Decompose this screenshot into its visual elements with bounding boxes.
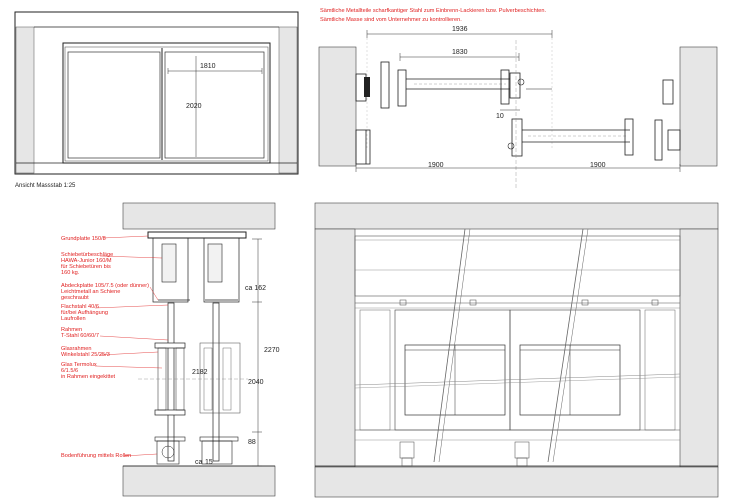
label-glas-spec: 6/1.5/6 <box>61 368 78 374</box>
elevation-caption: Ansicht Massstab 1:25 <box>15 183 76 189</box>
section-dim-top: ca 162 <box>245 285 266 292</box>
plan-dim-inner: 1830 <box>452 49 468 56</box>
section-labels: Grundplatte 150/8 Schiebetürbeschläge HA… <box>61 235 169 459</box>
section-dim-glass: 2182 <box>192 369 208 376</box>
label-rahmen: Rahmen <box>61 327 82 333</box>
plan-view: Sämtliche Metallteile scharfkantiger Sta… <box>318 8 718 190</box>
plan-dim-overall: 1936 <box>452 26 468 33</box>
label-glas-termolux: Glas Termolux <box>61 362 97 368</box>
label-schiebetuerbeschlaege: Schiebetürbeschläge <box>61 252 113 258</box>
label-bodenfuehrung: Bodenführung mittels Rollen <box>61 453 131 459</box>
plan-dim-right: 1900 <box>590 162 606 169</box>
section-dim-leaf: 2040 <box>248 379 264 386</box>
section-dim-total: 2270 <box>264 347 280 354</box>
elevation-width-dim: 1810 <box>200 63 216 70</box>
plan-leaf-1 <box>355 61 552 109</box>
label-glasrahmen: Glasrahmen <box>61 346 91 352</box>
label-abdeckplatte: Abdeckplatte 105/7.5 (oder dünner) <box>61 283 149 289</box>
label-160kg: 160 kg. <box>61 270 80 276</box>
label-hawa: HAWA-Junior 160/M <box>61 258 112 264</box>
plan-dim-left: 1900 <box>428 162 444 169</box>
label-laufrollen: Laufrollen <box>61 316 86 322</box>
plan-dim-gap: 10 <box>496 113 504 120</box>
label-flachstahl: Flachstahl 40/6 <box>61 304 99 310</box>
plan-leaf-2 <box>355 79 681 165</box>
section-dim-bottom: 88 <box>248 439 256 446</box>
section-view: ca 162 2270 2040 2182 88 ca 15 Grundplat… <box>61 202 280 497</box>
label-winkelstahl: Winkelstahl 25/25/3 <box>61 352 110 358</box>
label-eingekittet: in Rahmen eingekittet <box>61 374 116 380</box>
label-aufhaengung: für/bei Aufhängung <box>61 310 108 316</box>
section-dim-foot-a: ca <box>195 459 203 466</box>
label-schiebetueren: für Schiebetüren bis <box>61 264 111 270</box>
label-t-stahl: T-Stahl 60/60/7 <box>61 333 99 339</box>
label-grundplatte: Grundplatte 150/8 <box>61 236 106 242</box>
elevation-height-dim: 2020 <box>186 103 202 110</box>
elevation-view: 1810 2020 Ansicht Massstab 1:25 <box>14 11 299 189</box>
label-geschraubt: geschraubt <box>61 295 89 301</box>
detail-elevation <box>314 202 719 498</box>
note-line-2: Sämtliche Masse sind vom Unternehmer zu … <box>320 17 462 23</box>
section-dim-foot-b: 15 <box>205 459 213 466</box>
note-line-1: Sämtliche Metallteile scharfkantiger Sta… <box>320 8 546 14</box>
label-leichtmetall: Leichtmetall an Schiene <box>61 289 120 295</box>
